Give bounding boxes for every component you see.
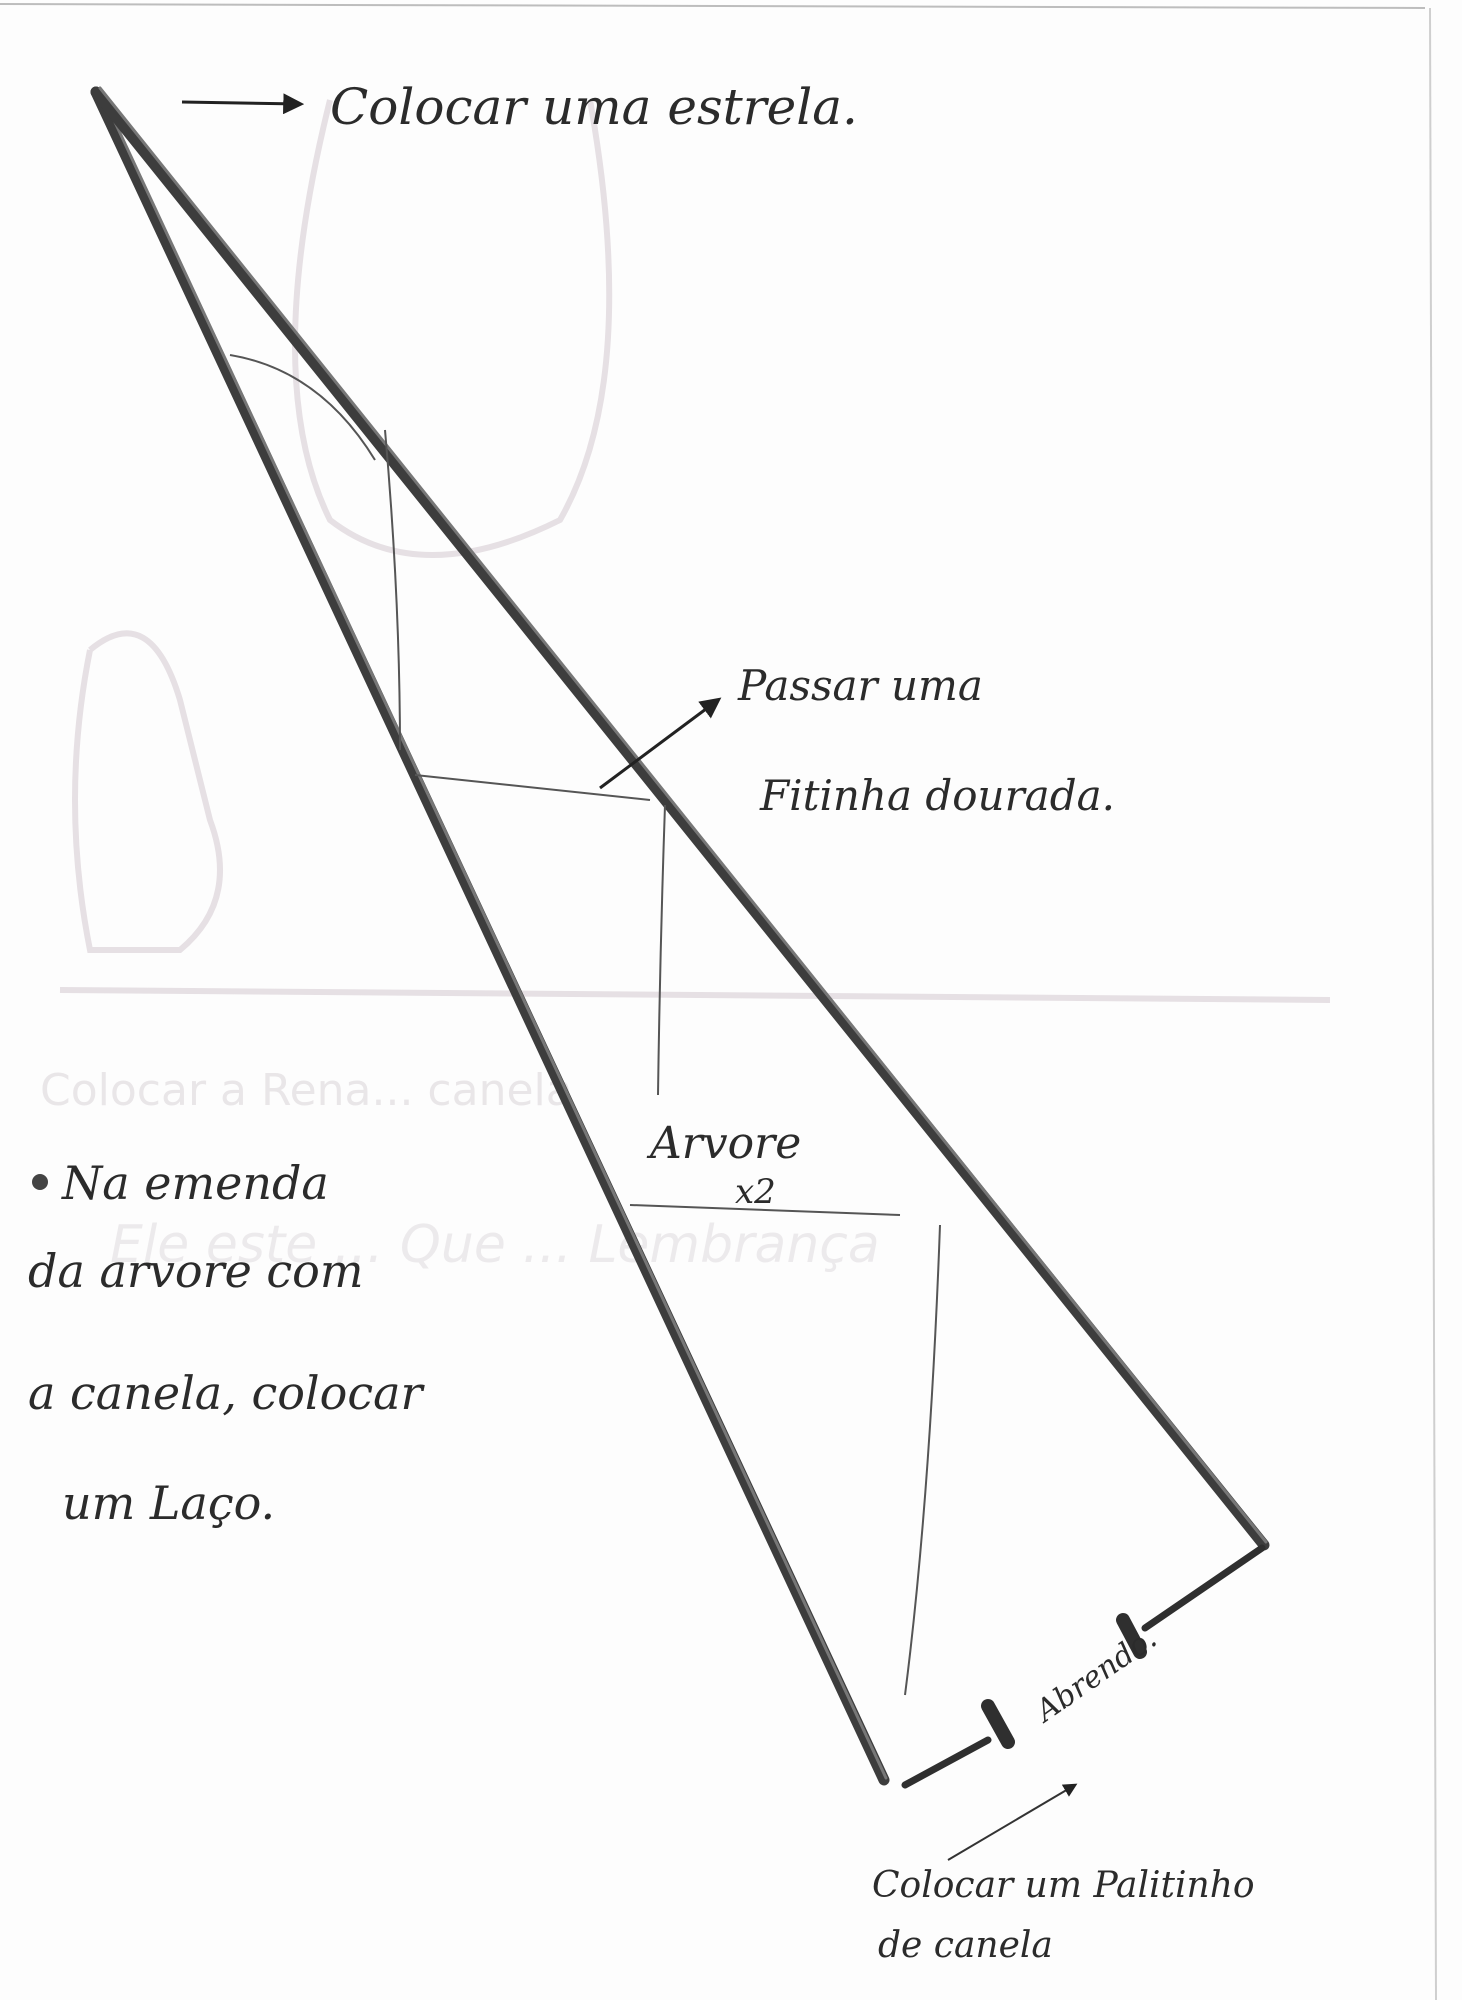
bleed-through-text-2: Ele este ... Que ... Lembrança [110, 1215, 880, 1275]
bullet-dot [32, 1174, 48, 1190]
tree-label: Arvore [650, 1118, 802, 1169]
cinnamon-stick-feet [901, 1544, 1266, 1789]
cinnamon-stick-note-line2: de canela [878, 1925, 1053, 1966]
cinnamon-stick-note-line1: Colocar um Palitinho [872, 1865, 1255, 1906]
ribbon-note-line2: Fitinha dourada. [760, 771, 1115, 820]
seam-note-line3: a canela, colocar [28, 1366, 423, 1420]
arrow-to-ribbon-note [599, 697, 722, 790]
bleed-through-text-1: Colocar a Rena... canela [40, 1065, 573, 1116]
arrow-to-cinnamon-foot [947, 1783, 1078, 1861]
tree-outline [90, 86, 1270, 1786]
tree-count: x2 [735, 1172, 776, 1212]
pencil-guides [229, 354, 941, 1696]
seam-note-line2: da arvore com [28, 1244, 364, 1298]
arrow-to-star-note [181, 93, 305, 115]
bleed-through-shapes [59, 99, 1331, 1003]
seam-note-line4: um Laço. [62, 1476, 276, 1530]
ribbon-note-line1: Passar uma [738, 661, 983, 710]
seam-note-line1: Na emenda [62, 1156, 329, 1210]
star-note: Colocar uma estrela. [330, 78, 858, 136]
